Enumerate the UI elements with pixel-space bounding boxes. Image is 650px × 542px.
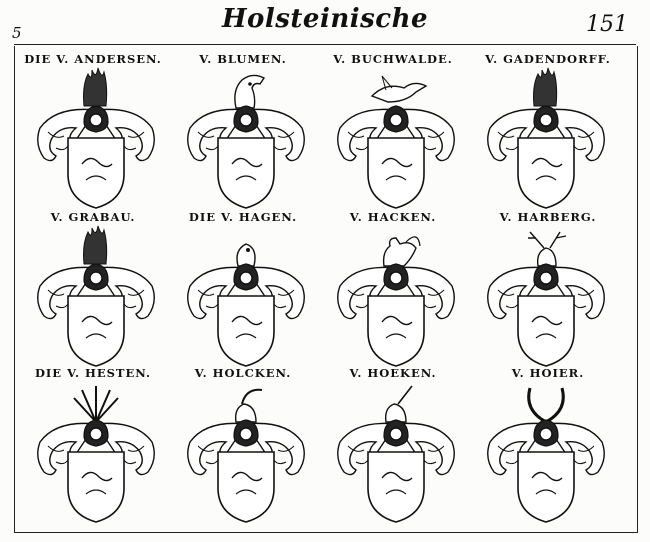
- coat-of-arms: [26, 224, 166, 368]
- page-frame: [14, 46, 638, 533]
- coat-of-arms: [476, 224, 616, 368]
- coat-of-arms: [26, 380, 166, 524]
- name-label: V. HOEKEN.: [349, 366, 437, 380]
- page-number-right: 151: [586, 12, 628, 37]
- coat-of-arms: [176, 66, 316, 210]
- name-label: V. HOLCKEN.: [194, 366, 292, 380]
- coat-of-arms: [176, 380, 316, 524]
- coat-of-arms: [476, 66, 616, 210]
- name-label: V. HARBERG.: [499, 210, 597, 224]
- coat-of-arms: [326, 224, 466, 368]
- name-label: DIE V. ANDERSEN.: [24, 52, 162, 66]
- coat-of-arms: [176, 224, 316, 368]
- coat-of-arms: [326, 380, 466, 524]
- coat-of-arms: [326, 66, 466, 210]
- name-label: V. HOIER.: [511, 366, 585, 380]
- name-label: V. BUCHWALDE.: [333, 52, 453, 66]
- coat-of-arms: [476, 380, 616, 524]
- name-label: DIE V. HAGEN.: [188, 210, 298, 224]
- name-label: V. GADENDORFF.: [485, 52, 611, 66]
- page-title: Holsteinische: [221, 4, 429, 34]
- name-label: V. HACKEN.: [349, 210, 437, 224]
- name-label: V. BLUMEN.: [199, 52, 287, 66]
- top-rule: [14, 44, 636, 45]
- name-label: V. GRABAU.: [50, 210, 136, 224]
- coat-of-arms: [26, 66, 166, 210]
- name-label: DIE V. HESTEN.: [34, 366, 152, 380]
- page-number-left: 5: [12, 24, 22, 42]
